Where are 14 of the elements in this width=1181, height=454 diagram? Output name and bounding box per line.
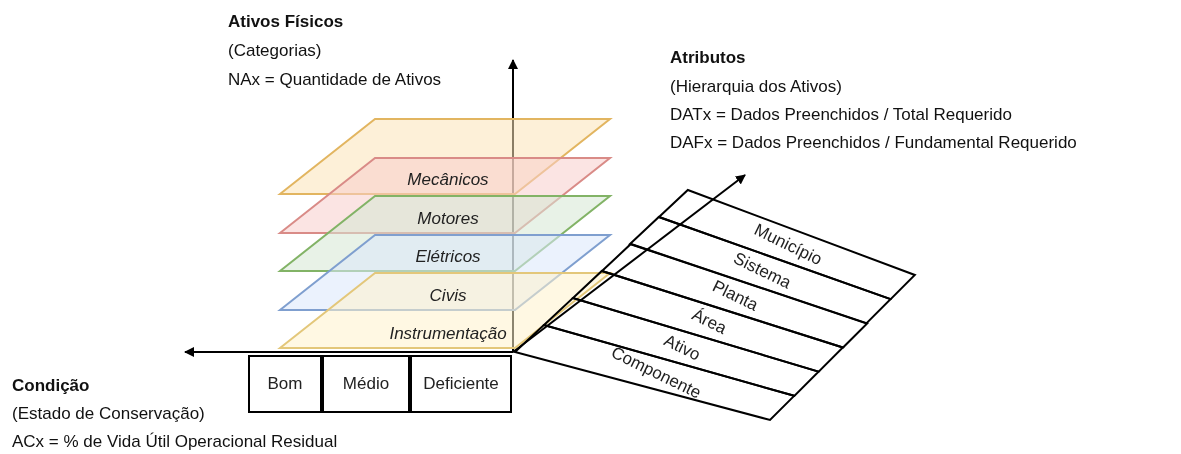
- axis-title: Condição: [12, 376, 90, 396]
- condition-cell: Bom: [248, 355, 322, 413]
- condition-cell: Deficiente: [410, 355, 512, 413]
- condition-cell: Médio: [322, 355, 410, 413]
- axis-title: Atributos: [670, 48, 746, 68]
- axis-description: DATx = Dados Preenchidos / Total Requerido: [670, 105, 1012, 125]
- axis-description: NAx = Quantidade de Ativos: [228, 70, 442, 90]
- category-plane: Mecânicos: [280, 119, 610, 194]
- axis-description: (Categorias): [228, 41, 322, 61]
- axis-description: (Hierarquia dos Ativos): [670, 77, 842, 97]
- axis-description: DAFx = Dados Preenchidos / Fundamental Requerido: [670, 133, 1077, 153]
- axis-description: ACx = % de Vida Útil Operacional Residual: [12, 432, 338, 452]
- axis-title: Ativos Físicos: [228, 12, 344, 32]
- axis-description: (Estado de Conservação): [12, 404, 205, 424]
